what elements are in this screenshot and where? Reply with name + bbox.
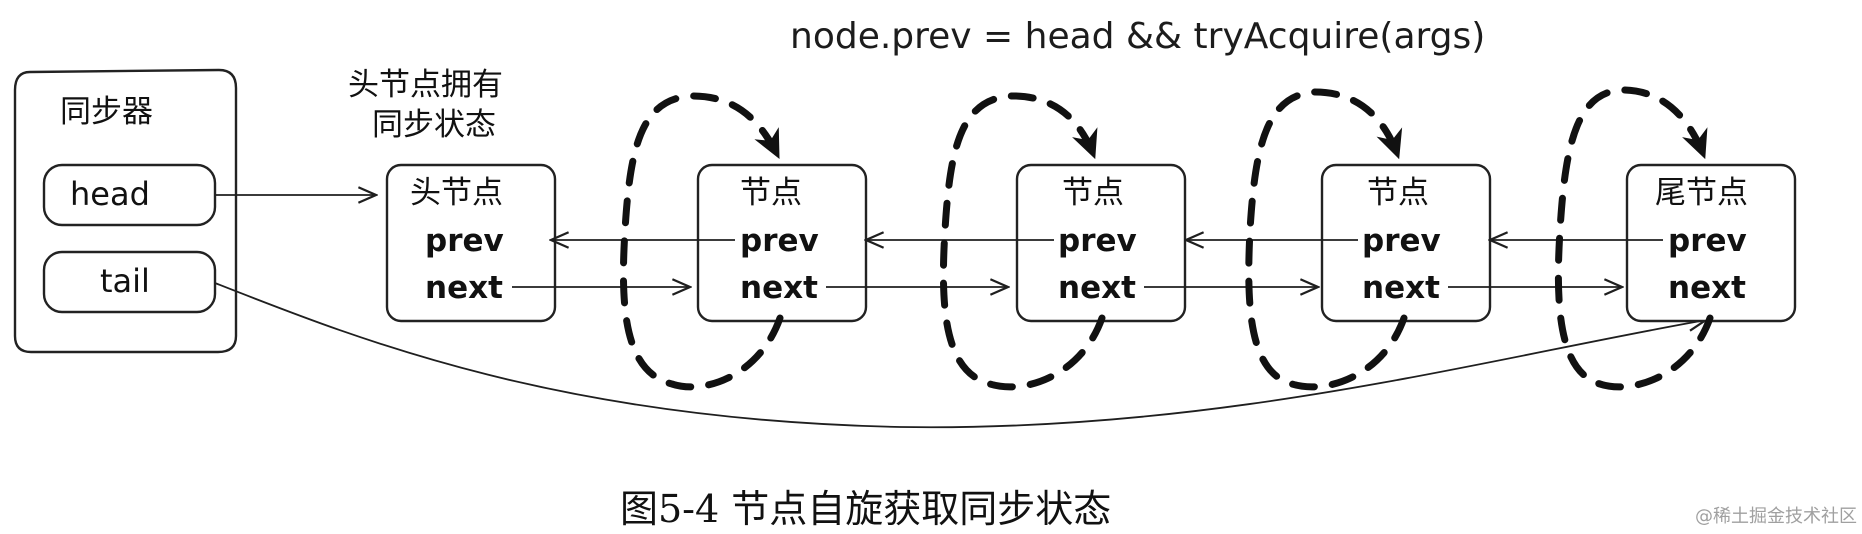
node-0: 头节点 prev next [385, 163, 557, 323]
node-prev-field: prev [1058, 223, 1137, 259]
node-1: 节点 prev next [696, 163, 868, 323]
figure-caption: 图5-4 节点自旋获取同步状态 [620, 487, 1111, 531]
node-next-field: next [1362, 270, 1440, 306]
head-note-line1: 头节点拥有 [348, 67, 503, 103]
node-title: 节点 [740, 175, 802, 211]
synchronizer-panel: 同步器 head tail [13, 68, 238, 354]
synchronizer-title: 同步器 [60, 94, 153, 130]
spin-loop-arrow [619, 92, 784, 391]
node-prev-field: prev [1668, 223, 1747, 259]
tail-field-label: tail [100, 262, 150, 300]
node-title: 节点 [1062, 175, 1124, 211]
node-next-field: next [740, 270, 818, 306]
head-field-label: head [70, 175, 150, 213]
node-next-field: next [1668, 270, 1746, 306]
spin-loop-arrow [1554, 86, 1714, 391]
node-prev-field: prev [1362, 223, 1441, 259]
node-prev-field: prev [425, 223, 504, 259]
spin-loop-arrow [1245, 88, 1408, 391]
node-next-field: next [425, 270, 503, 306]
node-title: 尾节点 [1655, 175, 1748, 211]
node-title: 节点 [1367, 175, 1429, 211]
tail-field [42, 250, 217, 314]
node-prev-field: prev [740, 223, 819, 259]
acquire-condition: node.prev = head && tryAcquire(args) [790, 16, 1485, 57]
node-4: 尾节点 prev next [1625, 163, 1797, 323]
node-3: 节点 prev next [1320, 163, 1492, 323]
node-title: 头节点 [410, 175, 503, 211]
spin-loop-arrow [939, 92, 1106, 391]
head-note-line2: 同步状态 [372, 107, 496, 143]
node-2: 节点 prev next [1015, 163, 1187, 323]
tail-pointer-arrow [214, 282, 1706, 429]
node-next-field: next [1058, 270, 1136, 306]
watermark: @稀土掘金技术社区 [1695, 506, 1857, 527]
